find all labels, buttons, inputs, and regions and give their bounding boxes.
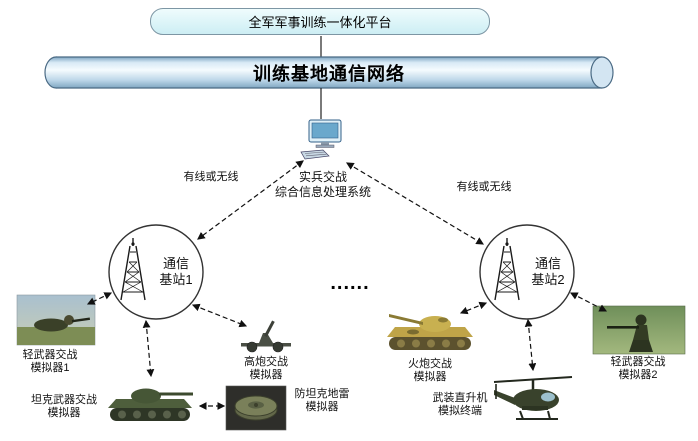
- link-processor-station1: [197, 160, 304, 240]
- connector-lines: [86, 160, 608, 410]
- base-station-1: [108, 224, 204, 320]
- tank-weapon-simulator-label: 坦克武器交战 模拟器: [31, 394, 97, 419]
- link-station1-tank: [142, 319, 155, 378]
- light-weapon-simulator-2-label: 轻武器交战 模拟器2: [610, 356, 666, 381]
- more-stations-ellipsis: ......: [330, 272, 370, 294]
- anti-tank-mine-simulator-image: [225, 385, 287, 431]
- artillery-simulator-image: [387, 314, 473, 350]
- wired-wireless-label-right: 有线或无线: [456, 181, 512, 193]
- tank-weapon-simulator-image: [108, 388, 193, 421]
- link-station1-light1: [86, 292, 113, 305]
- base-station-2-label: 通信 基站2: [531, 256, 565, 287]
- aa-gun-simulator-label: 高炮交战 模拟器: [244, 356, 288, 381]
- link-station2-light2: [569, 292, 608, 312]
- attack-helicopter-terminal-image: [493, 376, 573, 420]
- processing-system-label: 实兵交战 综合信息处理系统: [274, 170, 371, 199]
- platform-title-box: 全军军事训练一体化平台: [150, 8, 490, 35]
- link-station2-helicopter: [524, 318, 537, 372]
- artillery-simulator-label: 火炮交战 模拟器: [408, 358, 452, 383]
- computer-icon: [300, 119, 342, 160]
- link-processor-station2: [345, 162, 485, 245]
- attack-helicopter-terminal-label: 武装直升机 模拟终端: [432, 392, 488, 417]
- network-pipe: [44, 56, 614, 89]
- wired-wireless-label-left: 有线或无线: [183, 171, 239, 183]
- base-station-1-label: 通信 基站1: [159, 256, 193, 287]
- link-station2-artillery: [459, 301, 488, 315]
- link-station1-aagun: [191, 303, 248, 328]
- aa-gun-simulator-image: [241, 320, 291, 353]
- light-weapon-simulator-2-image: [592, 305, 686, 355]
- light-weapon-simulator-1-image: [16, 294, 96, 346]
- network-pipe-title: 训练基地通信网络: [253, 64, 405, 84]
- anti-tank-mine-simulator-label: 防坦克地雷 模拟器: [294, 388, 350, 413]
- light-weapon-simulator-1-label: 轻武器交战 模拟器1: [22, 349, 78, 374]
